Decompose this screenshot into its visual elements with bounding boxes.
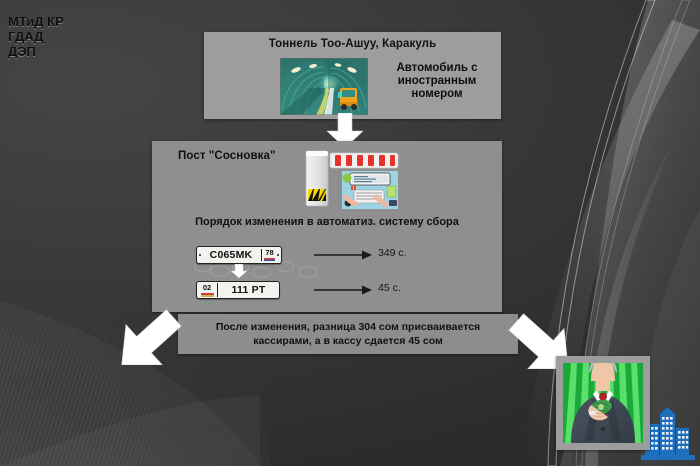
tunnel-panel: Тоннель Тоо-Ашуу, Каракуль <box>204 32 501 119</box>
plate-row: C065MK 78 349 с. <box>196 245 476 265</box>
plate-flag-icon <box>264 257 275 261</box>
result-banner-text: После изменения, разница 304 сом присваи… <box>215 321 481 347</box>
post-panel: Пост "Сосновка" <box>152 141 502 312</box>
arrow-down-small-white <box>230 264 248 279</box>
official-taking-cash-photo <box>563 363 643 443</box>
ring-decoration <box>298 266 318 278</box>
license-plate-old: C065MK 78 <box>196 246 282 264</box>
ministry-label: МТиД КР ГДАД ДЭП <box>8 14 64 59</box>
plate-region-number: 78 <box>265 248 274 258</box>
plate-dot-icon <box>199 254 201 256</box>
plate-region-badge: 78 <box>261 249 277 261</box>
arrow-right-thin <box>314 250 372 260</box>
ring-decoration <box>252 267 271 278</box>
arrow-diagonal-down-right <box>508 313 569 370</box>
plate-region-badge: 02 <box>197 283 218 297</box>
arrow-right-thin <box>314 285 372 295</box>
arrow-diagonal-down-left <box>121 309 182 366</box>
plate-row: 02 111 PT 45 с. <box>196 280 476 300</box>
plate-number-text: C065MK <box>209 249 253 261</box>
procedure-text: Порядок изменения в автоматиз. систему с… <box>195 216 459 228</box>
toll-booth-illustration <box>304 145 400 211</box>
row-value-old: 349 с. <box>378 247 407 259</box>
license-plate-new: 02 111 PT <box>196 281 280 299</box>
ring-decoration <box>210 265 230 277</box>
foreign-plate-label: Автомобиль с иностранным номером <box>396 62 478 100</box>
plate-flag-icon <box>200 292 214 297</box>
bribe-panel <box>556 356 650 450</box>
row-value-new: 45 с. <box>378 282 401 294</box>
post-title: Пост "Сосновка" <box>178 150 276 162</box>
plate-region-number: 02 <box>202 283 212 293</box>
arrow-down-white <box>326 113 364 149</box>
plate-dot-icon <box>277 254 279 256</box>
result-banner-panel: После изменения, разница 304 сом присваи… <box>178 314 518 354</box>
tunnel-title: Тоннель Тоо-Ашуу, Каракуль <box>268 38 437 50</box>
tunnel-photo <box>280 58 368 115</box>
plate-number-text: 111 PT <box>231 284 266 296</box>
